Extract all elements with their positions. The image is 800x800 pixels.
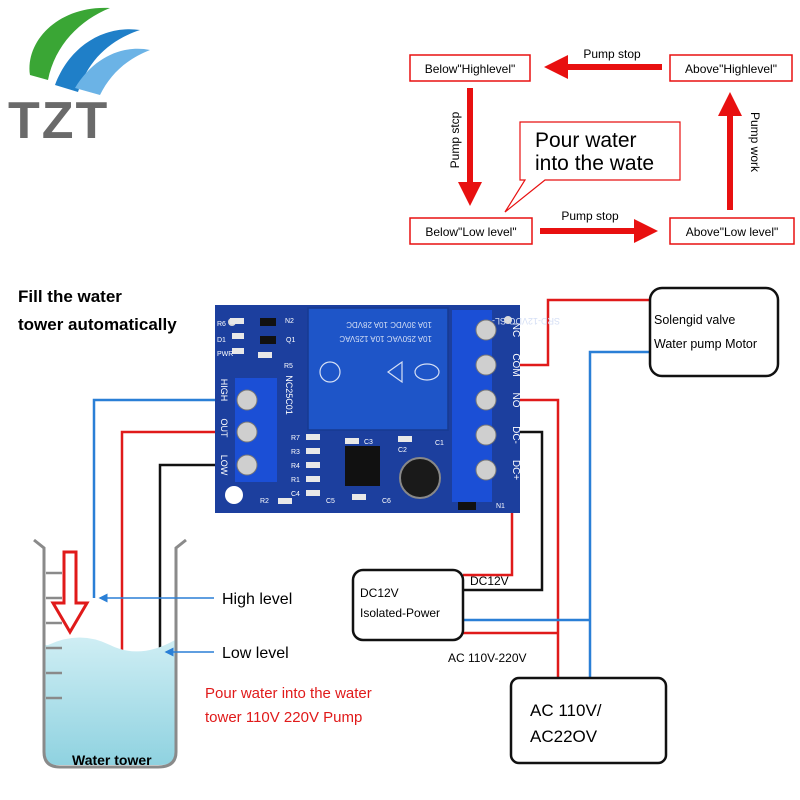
relay-board: SRD-12VDC-SL-C 10A 250VAC 10A 125VAC 10A…	[215, 305, 560, 513]
label-d1: D1	[217, 337, 226, 344]
ac-power-box	[509, 676, 668, 765]
title-line2: tower automatically	[18, 315, 177, 334]
label-n2: N2	[285, 318, 294, 325]
tzt-logo: TZT	[8, 7, 150, 150]
label-n1: N1	[496, 503, 505, 510]
low-level-label: Low level	[222, 645, 289, 662]
logo-swoosh-blue-icon	[55, 29, 140, 92]
state-above-high: Above"Highlevel"	[685, 62, 777, 76]
dc-power-box	[351, 568, 465, 642]
wire-label-dc12v: DC12V	[470, 574, 509, 588]
arrow-top-label: Pump stop	[583, 47, 641, 61]
smd-components	[230, 318, 476, 510]
relay-block	[307, 307, 449, 431]
terminal-low: LOW	[219, 455, 229, 476]
terminal-no: NO	[510, 393, 521, 408]
state-below-low: Below"Low level"	[425, 225, 516, 239]
arrow-bottom-label: Pump stop	[561, 209, 619, 223]
relay-line1: SRD-12VDC-SL-C	[485, 316, 560, 326]
label-r2: R2	[260, 498, 269, 505]
terminal-dc-plus: DC+	[510, 460, 521, 480]
logo-swoosh-green-icon	[29, 7, 110, 80]
label-c1: C1	[435, 440, 444, 447]
terminal-high: HIGH	[219, 379, 229, 402]
label-pwr: PWR	[217, 351, 233, 358]
logo-text: TZT	[8, 92, 109, 150]
callout-line2: into the wate	[535, 152, 654, 175]
valve-line1: Solengid valve	[654, 313, 735, 327]
state-below-high-box	[409, 54, 531, 82]
high-level-label: High level	[222, 591, 292, 608]
dc-line2: Isolated-Power	[360, 606, 440, 620]
terminal-dc-minus: DC-	[510, 426, 521, 444]
beaker-outline	[33, 538, 187, 769]
state-flow: Below"Highlevel" Above"Highlevel" Below"…	[409, 47, 795, 245]
relay-line3: 10A 30VDC 10A 28VDC	[346, 320, 432, 329]
label-r4: R4	[291, 463, 300, 470]
label-r5: R5	[284, 363, 293, 370]
mount-hole-icon	[225, 486, 243, 504]
valve-pump-box	[648, 286, 780, 378]
capacitor-icon	[399, 457, 441, 499]
state-above-high-box	[669, 54, 793, 82]
fill-arrow-icon	[50, 550, 90, 635]
state-above-low-box	[669, 217, 795, 245]
label-c3: C3	[364, 439, 373, 446]
pump-note-line1: Pour water into the water	[205, 685, 372, 702]
board-model: NC25C01	[284, 375, 294, 415]
relay-line2: 10A 250VAC 10A 125VAC	[339, 334, 432, 343]
label-q1: Q1	[286, 337, 295, 344]
title-line1: Fill the water	[18, 287, 122, 306]
arrow-right-label: Pump work	[748, 112, 762, 173]
cqc-mark-icon	[414, 363, 440, 381]
terminal-out: OUT	[219, 419, 229, 439]
wire-label-ac: AC 110V-220V	[448, 651, 527, 665]
water-tower-caption: Water tower	[72, 752, 152, 768]
ic-chip	[345, 446, 380, 486]
label-c5: C5	[326, 498, 335, 505]
ac-line1: AC 110V/	[530, 701, 602, 720]
terminal-com: COM	[510, 353, 521, 376]
ul-mark-icon	[319, 361, 341, 383]
logo-swoosh-light-icon	[75, 48, 150, 95]
water-fill	[43, 637, 175, 765]
label-r6: R6	[217, 321, 226, 328]
callout-bubble	[504, 121, 681, 213]
state-below-high: Below"Highlevel"	[425, 62, 516, 76]
wire-valve-blue	[588, 350, 650, 680]
terminal-nc: NC	[510, 323, 521, 337]
label-r3: R3	[291, 449, 300, 456]
callout-line1: Pour water	[535, 129, 637, 152]
label-r1: R1	[291, 477, 300, 484]
label-c2: C2	[398, 447, 407, 454]
state-below-low-box	[409, 217, 533, 245]
wire-out-red	[120, 430, 240, 705]
wire-low-black	[158, 463, 240, 655]
arrow-left-label: Pump stcp	[448, 111, 462, 168]
dc-line1: DC12V	[360, 586, 399, 600]
label-r7: R7	[291, 435, 300, 442]
valve-line2: Water pump Motor	[654, 337, 757, 351]
ac-line2: AC22OV	[530, 727, 598, 746]
label-c4: C4	[291, 491, 300, 498]
pump-note-line2: tower 110V 220V Pump	[205, 709, 362, 726]
label-c6: C6	[382, 498, 391, 505]
state-above-low: Above"Low level"	[686, 225, 779, 239]
warning-mark-icon	[386, 360, 403, 384]
wire-high-blue	[92, 398, 240, 598]
water-tower	[33, 538, 187, 769]
